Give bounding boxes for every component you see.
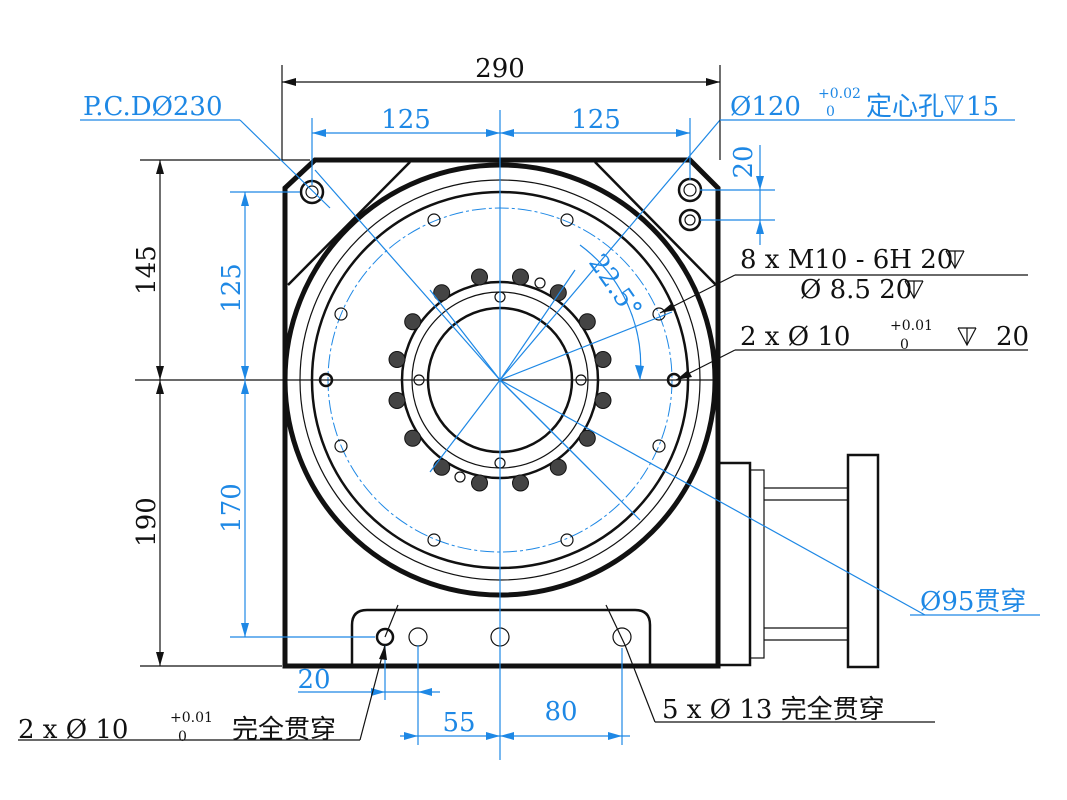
dim-170-label: 170 — [217, 483, 247, 533]
dim-top-20: 20 — [700, 145, 775, 245]
center-hole-tol-lower: 0 — [826, 104, 835, 120]
depth-symbol-icon — [904, 280, 924, 300]
dim-125-left-label: 125 — [381, 105, 431, 135]
center-lines — [135, 110, 926, 760]
depth-symbol-icon — [945, 250, 965, 270]
bottom-holes-label: 5 x Ø 13 完全贯穿 — [662, 695, 885, 725]
bolt-head — [388, 392, 406, 409]
bolt-head — [512, 474, 529, 492]
bolt-head — [433, 284, 451, 302]
dim-290-label: 290 — [475, 54, 525, 84]
callout-bottom-pins: 2 x Ø 10 +0.01 0 完全贯穿 — [18, 644, 387, 745]
bottom-pin-tol-lower: 0 — [178, 729, 187, 745]
center-hole-label: Ø120 — [730, 92, 801, 122]
callout-pcd: P.C.DØ230 — [80, 92, 331, 209]
dim-190-label: 190 — [132, 497, 162, 547]
callout-tapped-holes: 8 x M10 - 6H 20 Ø 8.5 20 — [659, 245, 1028, 314]
dim-55-label: 55 — [442, 708, 475, 738]
dim-half-widths: 125 125 — [311, 105, 691, 185]
inner-bolts — [388, 268, 612, 492]
pin-tol-lower: 0 — [900, 337, 909, 353]
dim-bottom-spacing: 55 80 — [400, 648, 630, 745]
bolt-head — [549, 458, 567, 476]
bottom-pin-label: 2 x Ø 10 — [18, 715, 128, 745]
dim-80-label: 80 — [544, 697, 577, 727]
tap-line1: 8 x M10 - 6H 20 — [740, 245, 953, 275]
dim-125-vertical-label: 125 — [217, 263, 247, 313]
through-bore-label: Ø95贯穿 — [920, 587, 1026, 617]
pcd-label: P.C.DØ230 — [83, 92, 223, 122]
center-hole-suffix: 定心孔 — [866, 92, 944, 122]
bolt-head — [594, 392, 612, 409]
dim-20-top-label: 20 — [729, 145, 759, 178]
bottom-holes — [375, 627, 632, 647]
bolt-head — [578, 429, 596, 447]
callout-center-hole: Ø120 +0.02 0 定心孔 15 — [720, 86, 1015, 122]
callout-bottom-holes: 5 x Ø 13 完全贯穿 — [384, 604, 935, 725]
pin-depth: 20 — [996, 322, 1029, 352]
callout-dowel-pins: 2 x Ø 10 +0.01 0 20 — [675, 318, 1029, 381]
housing-outline — [282, 157, 721, 669]
depth-symbol-icon — [957, 327, 977, 347]
pin-tol-upper: +0.01 — [890, 318, 933, 334]
bolt-head — [388, 351, 406, 368]
callout-through-bore: Ø95贯穿 — [910, 587, 1040, 617]
depth-symbol-icon — [944, 95, 964, 116]
bottom-pin-tol-upper: +0.01 — [170, 710, 213, 726]
bolt-head — [404, 313, 422, 331]
dim-bottom-20: 20 — [297, 645, 440, 745]
dim-angle: 22.5° — [579, 244, 648, 381]
bolt-head — [471, 474, 488, 492]
pin-label: 2 x Ø 10 — [740, 322, 850, 352]
bolt-head — [404, 429, 422, 447]
dim-125-right-label: 125 — [571, 105, 621, 135]
dim-20-bottom-label: 20 — [297, 665, 330, 695]
center-hole-depth: 15 — [966, 92, 999, 122]
bolt-head — [471, 268, 488, 286]
bolt-head — [433, 458, 451, 476]
dim-overall-width: 290 — [281, 54, 721, 160]
dim-145-label: 145 — [132, 245, 162, 295]
dim-inner-heights: 125 170 — [217, 191, 375, 638]
angle-label: 22.5° — [582, 249, 647, 324]
tap-line2: Ø 8.5 20 — [800, 275, 912, 305]
bottom-pin-suffix: 完全贯穿 — [232, 715, 336, 745]
dim-upper-height: 145 190 — [132, 159, 310, 667]
center-hole-tol-upper: +0.02 — [818, 86, 861, 102]
side-flange — [716, 453, 880, 669]
bolt-head — [512, 268, 529, 286]
bolt-head — [594, 351, 612, 368]
bolt-head — [578, 313, 596, 331]
